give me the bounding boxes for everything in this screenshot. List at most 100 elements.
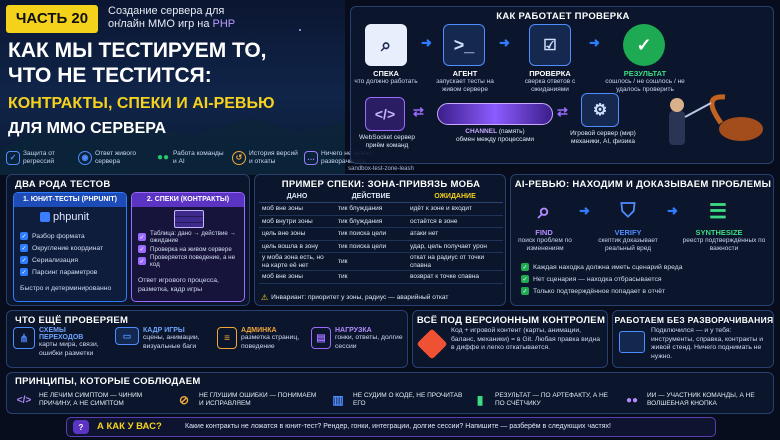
game-server-label: Игровой сервер (мир) механики, AI, физик… (570, 130, 636, 145)
episode-badge: ЧАСТЬ 20 (6, 5, 98, 33)
title-line-2: ЧТО НЕ ТЕСТИТСЯ: (8, 64, 212, 87)
shield-check-icon: ✓ (6, 151, 20, 165)
what-else-title: ЧТО ЕЩЁ ПРОВЕРЯЕМ (15, 315, 129, 326)
check-icon: ✓ (521, 275, 529, 283)
arrow-both-icon: ⇄ (413, 104, 424, 119)
check-icon: ✓ (20, 256, 28, 264)
book-icon: ▥ (332, 393, 344, 407)
check-icon: ✓ (138, 245, 146, 253)
list-item: ✓Округление координат (20, 244, 104, 252)
how-it-works-panel: КАК РАБОТАЕТ ПРОВЕРКА ⌕ СПЕКА что должно… (350, 6, 774, 164)
page-title: КАК МЫ ТЕСТИРУЕМ ТО, ЧТО НЕ ТЕСТИТСЯ: (8, 38, 353, 88)
how-title: КАК РАБОТАЕТ ПРОВЕРКА (496, 11, 630, 22)
arrow-right-icon: ➜ (499, 35, 510, 50)
principle-item: ⊘ НЕ ГЛУШИМ ОШИБКИ — ПОНИМАЕМ И ИСПРАВЛЯ… (173, 387, 319, 413)
footer-label: А КАК У ВАС? (97, 421, 162, 432)
ai-verify-sub: скептик доказывает реальный вред (598, 237, 658, 252)
subtitle-line-1: Создание сервера для (108, 5, 225, 17)
vcs-title: ВСЁ ПОД ВЕРСИОННЫМ КОНТРОЛЕМ (416, 315, 606, 326)
list-item: ✓Нет сценария — находка отбрасывается (521, 275, 662, 283)
arrow-right-icon: ➜ (667, 203, 678, 218)
feature-history: ↺ История версий и откаты (232, 147, 300, 169)
arrow-both-icon: ⇄ (557, 104, 568, 119)
check-icon: ✓ (20, 232, 28, 240)
ai-find-sub: поиск проблем по изменениям (518, 237, 572, 252)
unit-tests-footer: Быстро и детерминированно (20, 285, 112, 292)
list-item: ✓Проверяется поведение, а не код (138, 254, 236, 268)
question-chat-icon: ? (73, 420, 89, 434)
step-agent-sub: запускает тесты на живом сервере (436, 78, 494, 93)
arrow-right-icon: ➜ (421, 35, 432, 50)
principle-item: ▮ РЕЗУЛЬТАТ — ПО АРТЕФАКТУ, А НЕ ПО СЧЁТ… (469, 387, 611, 413)
magnifier-icon: ⌕ (537, 198, 551, 223)
laptop-icon (619, 331, 645, 353)
list-item: ✓Проверка на живом сервере (138, 245, 232, 253)
step-agent-label: АГЕНТ (452, 69, 478, 78)
feature-team-ai: ●● Работа команды и AI (156, 150, 224, 165)
channel-caption: CHANNEL (память) обмен между процессами (455, 128, 535, 143)
code-brackets-icon: </> (16, 394, 32, 406)
vcs-panel: ВСЁ ПОД ВЕРСИОННЫМ КОНТРОЛЕМ Код + игров… (412, 310, 608, 368)
check-icon: ✓ (20, 268, 28, 276)
shield-icon: ⛉ (620, 199, 636, 222)
step-check-label: ПРОВЕРКА (529, 69, 571, 78)
test-types-title: ДВА РОДА ТЕСТОВ (15, 179, 111, 190)
unit-tests-card: 1. ЮНИТ-ТЕСТЫ (PHPUNIT) phpunit ✓Разбор … (13, 192, 127, 302)
ai-verify-label: VERIFY (614, 228, 642, 237)
ai-synthesize-label: SYNTHESIZE (695, 228, 743, 237)
check-icon: ✓ (521, 263, 529, 271)
spec-tests-list: ✓Таблица: дано → действие → ожидание ✓Пр… (138, 230, 244, 268)
ai-review-panel: AI-РЕВЬЮ: НАХОДИМ И ДОКАЗЫВАЕМ ПРОБЛЕМЫ … (510, 174, 774, 306)
list-item: ✓Сериализация (20, 256, 79, 264)
series-subtitle: Создание сервера для онлайн MMO игр на P… (108, 5, 235, 31)
principle-item: ●● ИИ — УЧАСТНИК КОМАНДЫ, А НЕ ВОЛШЕБНАЯ… (621, 387, 771, 413)
step-spec-sub: что должно работать (354, 78, 418, 85)
ai-review-title: AI-РЕВЬЮ: НАХОДИМ И ДОКАЗЫВАЕМ ПРОБЛЕМЫ (514, 179, 772, 190)
principles-title: ПРИНЦИПЫ, КОТОРЫЕ СОБЛЮДАЕМ (15, 376, 201, 387)
eye-off-icon: ⊘ (178, 393, 190, 407)
code-brackets-icon: </> (365, 97, 405, 131)
unit-tests-list: ✓Разбор формата ✓Округление координат ✓С… (20, 230, 126, 278)
title-line-4: ДЛЯ MMO СЕРВЕРА (8, 120, 167, 137)
column-header: ДЕЙСТВИЕ (335, 191, 407, 203)
list-item: ✓Разбор формата (20, 232, 85, 240)
ai-find-label: FIND (535, 228, 553, 237)
list-item: ✓Парсинг параметров (20, 268, 98, 276)
list-item: ✓Каждая находка должна иметь сценарий вр… (521, 263, 683, 271)
team-icon: ●● (156, 152, 170, 163)
gear-icon: ⚙ (581, 93, 619, 127)
no-deploy-title: РАБОТАЕМ БЕЗ РАЗВОРАЧИВАНИЯ (614, 315, 774, 325)
phpunit-icon (40, 212, 50, 222)
feature-live-server: ◉ Ответ живого сервера (78, 147, 146, 169)
example-title: ПРИМЕР СПЕКИ: ЗОНА-ПРИВЯЗЬ МОБА (281, 179, 481, 190)
unit-tests-title: 1. ЮНИТ-ТЕСТЫ (PHPUNIT) (14, 193, 126, 207)
history-icon: ↺ (232, 151, 246, 165)
check-icon: ✓ (521, 287, 529, 295)
scorpion-warrior-illustration (669, 94, 763, 145)
step-result-label: РЕЗУЛЬТАТ (623, 69, 667, 78)
server-load-icon: ▤ (311, 327, 331, 349)
example-spec-panel: ПРИМЕР СПЕКИ: ЗОНА-ПРИВЯЗЬ МОБА sandbox-… (254, 166, 506, 306)
arrow-right-icon: ➜ (579, 203, 590, 218)
spec-tests-title: 2. СПЕКИ (КОНТРАКТЫ) (132, 193, 244, 207)
document-search-icon: ⌕ (365, 24, 407, 66)
principle-item: </> НЕ ЛЕЧИМ СИМПТОМ — ЧИНИМ ПРИЧИНУ, А … (13, 387, 161, 413)
step-check-sub: сверка ответов с ожиданиями (524, 78, 576, 93)
flow-graph-icon: ⋔ (13, 327, 35, 349)
column-header: ДАНО (259, 191, 335, 203)
team-icon: ●● (625, 394, 639, 406)
eye-icon: ◉ (78, 151, 92, 165)
step-spec-label: СПЕКА (373, 69, 399, 78)
check-icon: ✓ (20, 244, 28, 252)
monitor-icon: ▭ (115, 327, 139, 345)
warning-icon: ⚠ (261, 293, 269, 302)
